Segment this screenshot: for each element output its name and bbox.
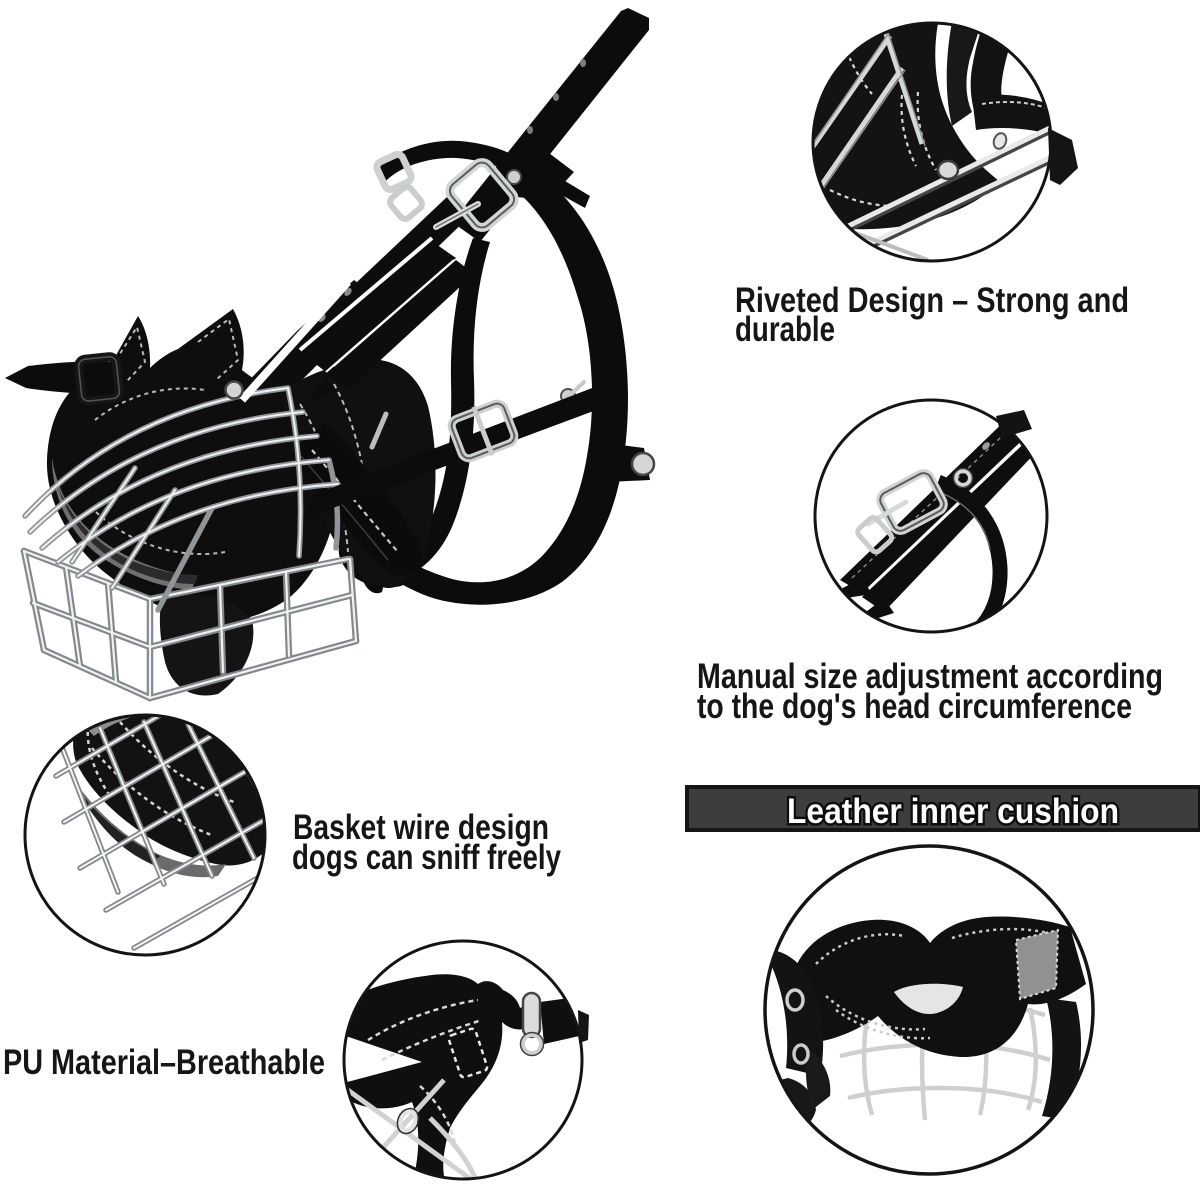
svg-text:Leather inner cushion: Leather inner cushion <box>787 792 1119 831</box>
svg-text:Basket wire design: Basket wire design <box>293 808 549 847</box>
svg-text:PU Material–Breathable: PU Material–Breathable <box>3 1043 325 1082</box>
svg-text:dogs can sniff freely: dogs can sniff freely <box>292 838 561 877</box>
svg-text:to the dog's head circumferenc: to the dog's head circumference <box>697 687 1132 726</box>
svg-text:Manual size adjustment accordi: Manual size adjustment according <box>697 657 1163 696</box>
svg-text:durable: durable <box>735 310 835 349</box>
svg-text:Riveted Design – Strong and: Riveted Design – Strong and <box>735 281 1129 320</box>
